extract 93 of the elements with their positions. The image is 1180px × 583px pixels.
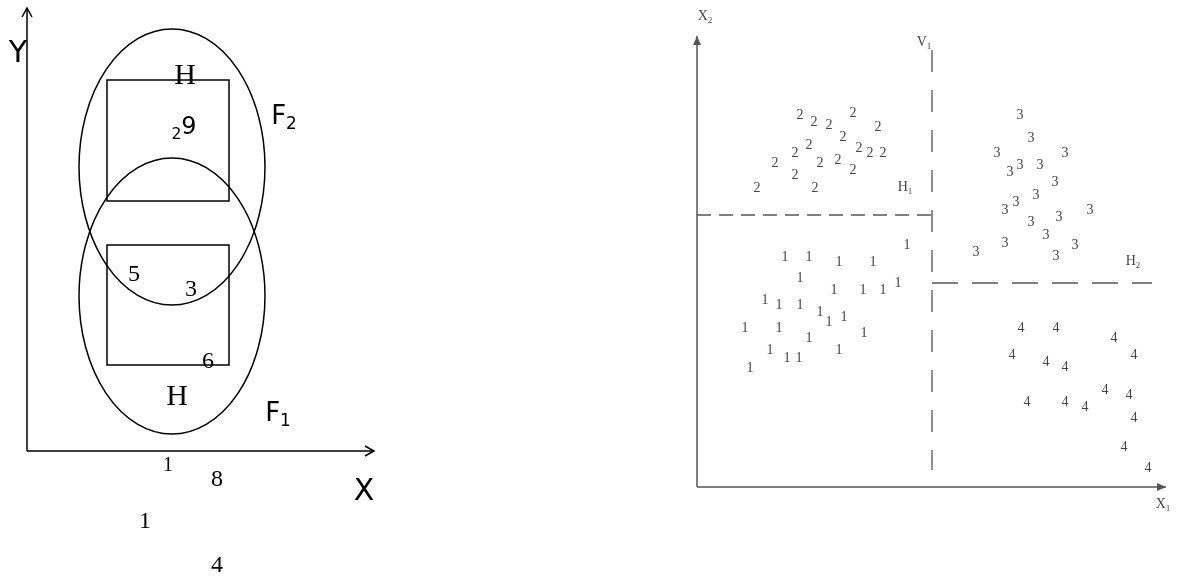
class-point-label: 4 xyxy=(1110,331,1118,345)
class-point-label: 2 xyxy=(839,130,847,144)
class-point-label: 2 xyxy=(816,156,824,170)
class-point-label: 2 xyxy=(771,156,779,170)
class-point-label: 1 xyxy=(816,305,824,319)
class-point-label: 3 xyxy=(1027,131,1035,145)
class-point-label: 1 xyxy=(741,321,749,335)
class-point-label: 1 xyxy=(766,343,774,357)
class-point-label: 2 xyxy=(855,141,863,155)
class-point-label: 4 xyxy=(1052,321,1060,335)
class-point-label: 3 xyxy=(1016,158,1024,172)
class-point-label: 2 xyxy=(811,181,819,195)
class-point-label: 2 xyxy=(805,138,813,152)
class-point-label: 3 xyxy=(1032,188,1040,202)
class-point-label: 2 xyxy=(849,106,857,120)
class-point-label: 1 xyxy=(775,298,783,312)
class-point-label: 3 xyxy=(993,146,1001,160)
point-label: 3 xyxy=(185,276,197,300)
class-point-label: 4 xyxy=(1081,400,1089,414)
class-point-label: 2 xyxy=(825,118,833,132)
point-label: 1 xyxy=(139,508,151,532)
class-point-label: 4 xyxy=(1061,395,1069,409)
point-label: 1 xyxy=(163,454,173,474)
point-label: 8 xyxy=(211,466,223,490)
class-point-label: 1 xyxy=(796,298,804,312)
class-point-label: 3 xyxy=(1055,210,1063,224)
class-point-label: 3 xyxy=(1071,238,1079,252)
class-point-label: 4 xyxy=(1023,395,1031,409)
class-point-label: 2 xyxy=(753,181,761,195)
set-label: F$_{1}$ xyxy=(265,399,291,429)
class-point-label: 3 xyxy=(1001,203,1009,217)
class-point-label: 1 xyxy=(761,293,769,307)
class-point-label: 4 xyxy=(1130,348,1138,362)
class-point-label: 4 xyxy=(1008,348,1016,362)
class-point-label: 1 xyxy=(775,321,783,335)
class-point-label: 3 xyxy=(1042,228,1050,242)
axis-label: X xyxy=(353,475,375,505)
class-point-label: 2 xyxy=(866,146,874,160)
class-point-label: 3 xyxy=(972,245,980,259)
class-point-label: 4 xyxy=(1101,383,1109,397)
class-point-label: 3 xyxy=(1012,195,1020,209)
class-point-label: 2 xyxy=(791,168,799,182)
class-point-label: 1 xyxy=(795,351,803,365)
boundary-label: H$_{2}$ xyxy=(1125,254,1141,270)
class-point-label: 1 xyxy=(879,283,887,297)
boundary-label: H$_{1}$ xyxy=(897,180,913,196)
class-point-label: 1 xyxy=(835,255,843,269)
class-point-label: 3 xyxy=(1006,165,1014,179)
axis-label: X$_{1}$ xyxy=(1155,497,1171,513)
class-point-label: 1 xyxy=(859,283,867,297)
class-point-label: 1 xyxy=(805,250,813,264)
class-point-label: 2 xyxy=(879,146,887,160)
class-point-label: 2 xyxy=(874,120,882,134)
class-point-label: 1 xyxy=(860,326,868,340)
point-label: 5 xyxy=(128,261,140,285)
class-point-label: 1 xyxy=(835,343,843,357)
class-point-label: 1 xyxy=(781,250,789,264)
class-point-label: 1 xyxy=(894,276,902,290)
point-label: $_{2}$9 xyxy=(171,113,197,143)
class-point-label: 4 xyxy=(1017,321,1025,335)
class-point-label: 4 xyxy=(1061,360,1069,374)
boundary-label: V$_{1}$ xyxy=(916,35,932,51)
class-point-label: 3 xyxy=(1016,108,1024,122)
axis-label: X$_{2}$ xyxy=(697,9,713,25)
class-point-label: 3 xyxy=(1036,158,1044,172)
class-point-label: 1 xyxy=(805,331,813,345)
point-label: 4 xyxy=(211,552,223,576)
class-point-label: 4 xyxy=(1144,461,1152,475)
class-point-label: 4 xyxy=(1120,440,1128,454)
class-point-label: 1 xyxy=(796,271,804,285)
class-point-label: 2 xyxy=(791,146,799,160)
class-point-label: 1 xyxy=(825,315,833,329)
class-point-label: 1 xyxy=(746,361,754,375)
class-point-label: 2 xyxy=(849,163,857,177)
class-point-label: 1 xyxy=(903,238,911,252)
class-point-label: 2 xyxy=(834,153,842,167)
class-point-label: 3 xyxy=(1086,203,1094,217)
class-point-label: 4 xyxy=(1130,411,1138,425)
class-point-label: 2 xyxy=(810,115,818,129)
class-point-label: 4 xyxy=(1042,355,1050,369)
class-point-label: 3 xyxy=(1061,146,1069,160)
set-label: F$_{2}$ xyxy=(271,102,297,132)
class-point-label: 3 xyxy=(1051,175,1059,189)
region-label: H xyxy=(166,380,188,410)
class-point-label: 2 xyxy=(796,108,804,122)
class-point-label: 3 xyxy=(1001,236,1009,250)
class-point-label: 1 xyxy=(783,351,791,365)
class-point-label: 1 xyxy=(840,310,848,324)
class-point-label: 4 xyxy=(1125,388,1133,402)
class-point-label: 1 xyxy=(869,255,877,269)
class-point-label: 3 xyxy=(1052,249,1060,263)
class-point-label: 3 xyxy=(1027,215,1035,229)
class-point-label: 1 xyxy=(830,283,838,297)
